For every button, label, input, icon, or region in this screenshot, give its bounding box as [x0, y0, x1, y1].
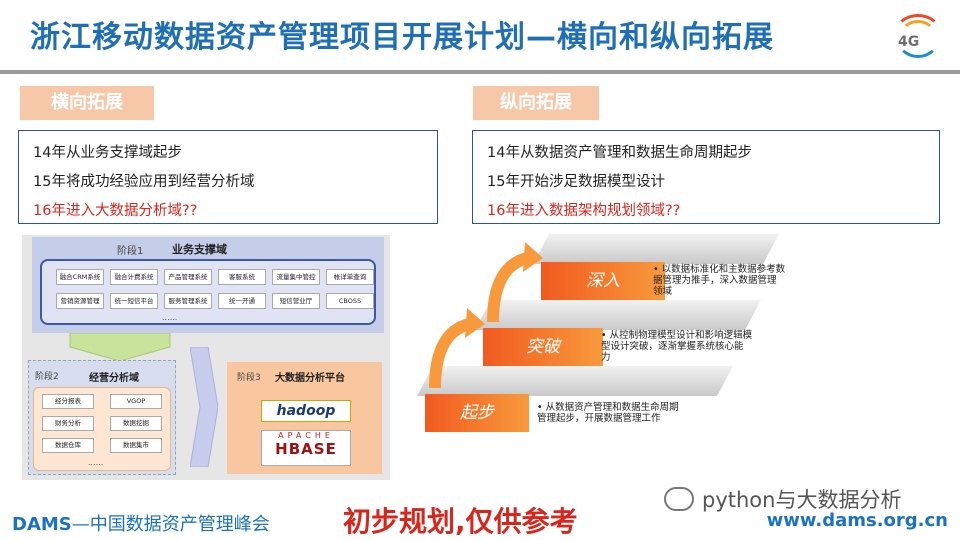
- system-chip: 客服系统: [218, 269, 266, 285]
- system-chip: 统一开通: [218, 293, 266, 309]
- system-chip: CBOSS: [326, 293, 374, 309]
- logo-text: 4G: [898, 34, 920, 50]
- hbase-logo: APACHE HBASE: [261, 430, 351, 466]
- desc-line: • 从数据资产管理和数据生命周期: [537, 402, 679, 413]
- system-chip: VGOP: [110, 394, 162, 409]
- stage-arrow-right-icon: [190, 347, 218, 467]
- hbase-logo-text: HBASE: [275, 440, 337, 458]
- evolution-diagram: 阶段1 业务支撑域 融合CRM系统 融合计费系统 产品管理系统 客服系统 流量集…: [22, 235, 390, 480]
- horizontal-line-3: 16年进入大数据分析域??: [33, 203, 198, 219]
- horizontal-box: 14年从业务支撑域起步 15年将成功经验应用到经营分析域 16年进入大数据分析域…: [18, 130, 438, 224]
- stage-arrow-down-icon: [69, 333, 171, 362]
- system-chip: 经分报表: [42, 394, 94, 409]
- stage1-systems: 融合CRM系统 融合计费系统 产品管理系统 客服系统 流量集中管控 帐详单查询 …: [40, 259, 376, 325]
- vertical-line-2: 15年开始涉足数据模型设计: [487, 174, 665, 190]
- vertical-tag: 纵向拓展: [473, 86, 599, 120]
- footer-org-name: —中国数据资产管理峰会: [71, 514, 270, 535]
- draft-notice: 初步规划,仅供参考: [343, 505, 578, 538]
- 4g-logo: 4G: [890, 12, 946, 60]
- horizontal-line-1: 14年从业务支撑域起步: [33, 145, 182, 161]
- step-deepen: 深入: [541, 262, 665, 300]
- stage3-title: 大数据分析平台: [275, 373, 345, 384]
- curved-arrow-icon: [487, 242, 543, 322]
- stage1-label: 阶段1: [117, 246, 144, 257]
- horizontal-line-2: 15年将成功经验应用到经营分析域: [33, 174, 255, 190]
- step-breakthrough: 突破: [483, 328, 603, 366]
- desc-line: • 以数据标准化和主数据参考数: [653, 264, 786, 275]
- system-chip: 数据仓库: [42, 438, 94, 453]
- stage1-more: ......: [162, 313, 178, 322]
- system-chip: 产品管理系统: [164, 269, 212, 285]
- step-start-desc: • 从数据资产管理和数据生命周期 管理起步，开展数据管理工作: [537, 402, 679, 424]
- desc-line: 力: [601, 352, 611, 363]
- title-divider: [0, 70, 960, 74]
- stage2-title: 经营分析域: [89, 373, 139, 384]
- hbase-logo-apache: APACHE: [278, 431, 334, 440]
- system-chip: 帐详单查询: [326, 269, 374, 285]
- vertical-box: 14年从数据资产管理和数据生命周期起步 15年开始涉足数据模型设计 16年进入数…: [472, 130, 940, 224]
- system-chip: 营销资源管理: [56, 293, 104, 309]
- system-chip: 服务管理系统: [164, 293, 212, 309]
- step-top: [533, 234, 779, 264]
- stage2-systems: 经分报表 VGOP 财务分析 数据挖掘 数据仓库 数据集市 ......: [33, 387, 171, 471]
- footer-brand: DAMS: [12, 514, 72, 535]
- vertical-line-1: 14年从数据资产管理和数据生命周期起步: [487, 145, 752, 161]
- step-deepen-desc: • 以数据标准化和主数据参考数 据管理为推手，深入数据管理 领域: [653, 264, 785, 297]
- vertical-line-3: 16年进入数据架构规划领域??: [487, 203, 681, 219]
- desc-line: 据管理为推手，深入数据管理: [653, 275, 777, 286]
- wechat-icon: [664, 487, 694, 511]
- system-chip: 短信营业厅: [272, 293, 320, 309]
- step-breakthrough-desc: • 从控制物理模型设计和影响逻辑模 型设计突破，逐渐掌握系统核心能 力: [601, 330, 752, 363]
- system-chip: 财务分析: [42, 416, 94, 431]
- watermark: python与大数据分析: [664, 484, 901, 514]
- horizontal-tag: 横向拓展: [20, 86, 154, 120]
- footer-org: DAMS—中国数据资产管理峰会: [12, 510, 270, 536]
- system-chip: 融合CRM系统: [56, 269, 104, 285]
- stage2-label: 阶段2: [35, 372, 59, 382]
- stage2-panel: 阶段2 经营分析域 经分报表 VGOP 财务分析 数据挖掘 数据仓库 数据集市 …: [28, 360, 176, 475]
- system-chip: 数据挖掘: [110, 416, 162, 431]
- page-title: 浙江移动数据资产管理项目开展计划—横向和纵向拓展: [30, 20, 774, 55]
- desc-line: 管理起步，开展数据管理工作: [537, 413, 661, 424]
- system-chip: 统一短信平台: [110, 293, 158, 309]
- desc-line: • 从控制物理模型设计和影响逻辑模: [601, 330, 753, 341]
- watermark-text: python与大数据分析: [702, 488, 902, 512]
- stage3-panel: 阶段3 大数据分析平台 hadoop APACHE HBASE: [227, 362, 382, 474]
- step-start: 起步: [425, 394, 529, 432]
- desc-line: 型设计突破，逐渐掌握系统核心能: [601, 341, 744, 352]
- system-chip: 融合计费系统: [110, 269, 158, 285]
- staircase-diagram: 深入 • 以数据标准化和主数据参考数 据管理为推手，深入数据管理 领域 突破 •…: [417, 228, 940, 438]
- footer-url[interactable]: www.dams.org.cn: [766, 510, 948, 531]
- stage2-more: ......: [88, 458, 104, 467]
- desc-line: 领域: [653, 286, 673, 297]
- system-chip: 数据集市: [110, 438, 162, 453]
- hadoop-logo: hadoop: [261, 400, 351, 422]
- curved-arrow-icon: [429, 308, 485, 388]
- stage1-panel: 阶段1 业务支撑域 融合CRM系统 融合计费系统 产品管理系统 客服系统 流量集…: [32, 237, 384, 333]
- stage3-label: 阶段3: [237, 373, 261, 383]
- stage1-title: 业务支撑域: [172, 243, 227, 256]
- system-chip: 流量集中管控: [272, 269, 320, 285]
